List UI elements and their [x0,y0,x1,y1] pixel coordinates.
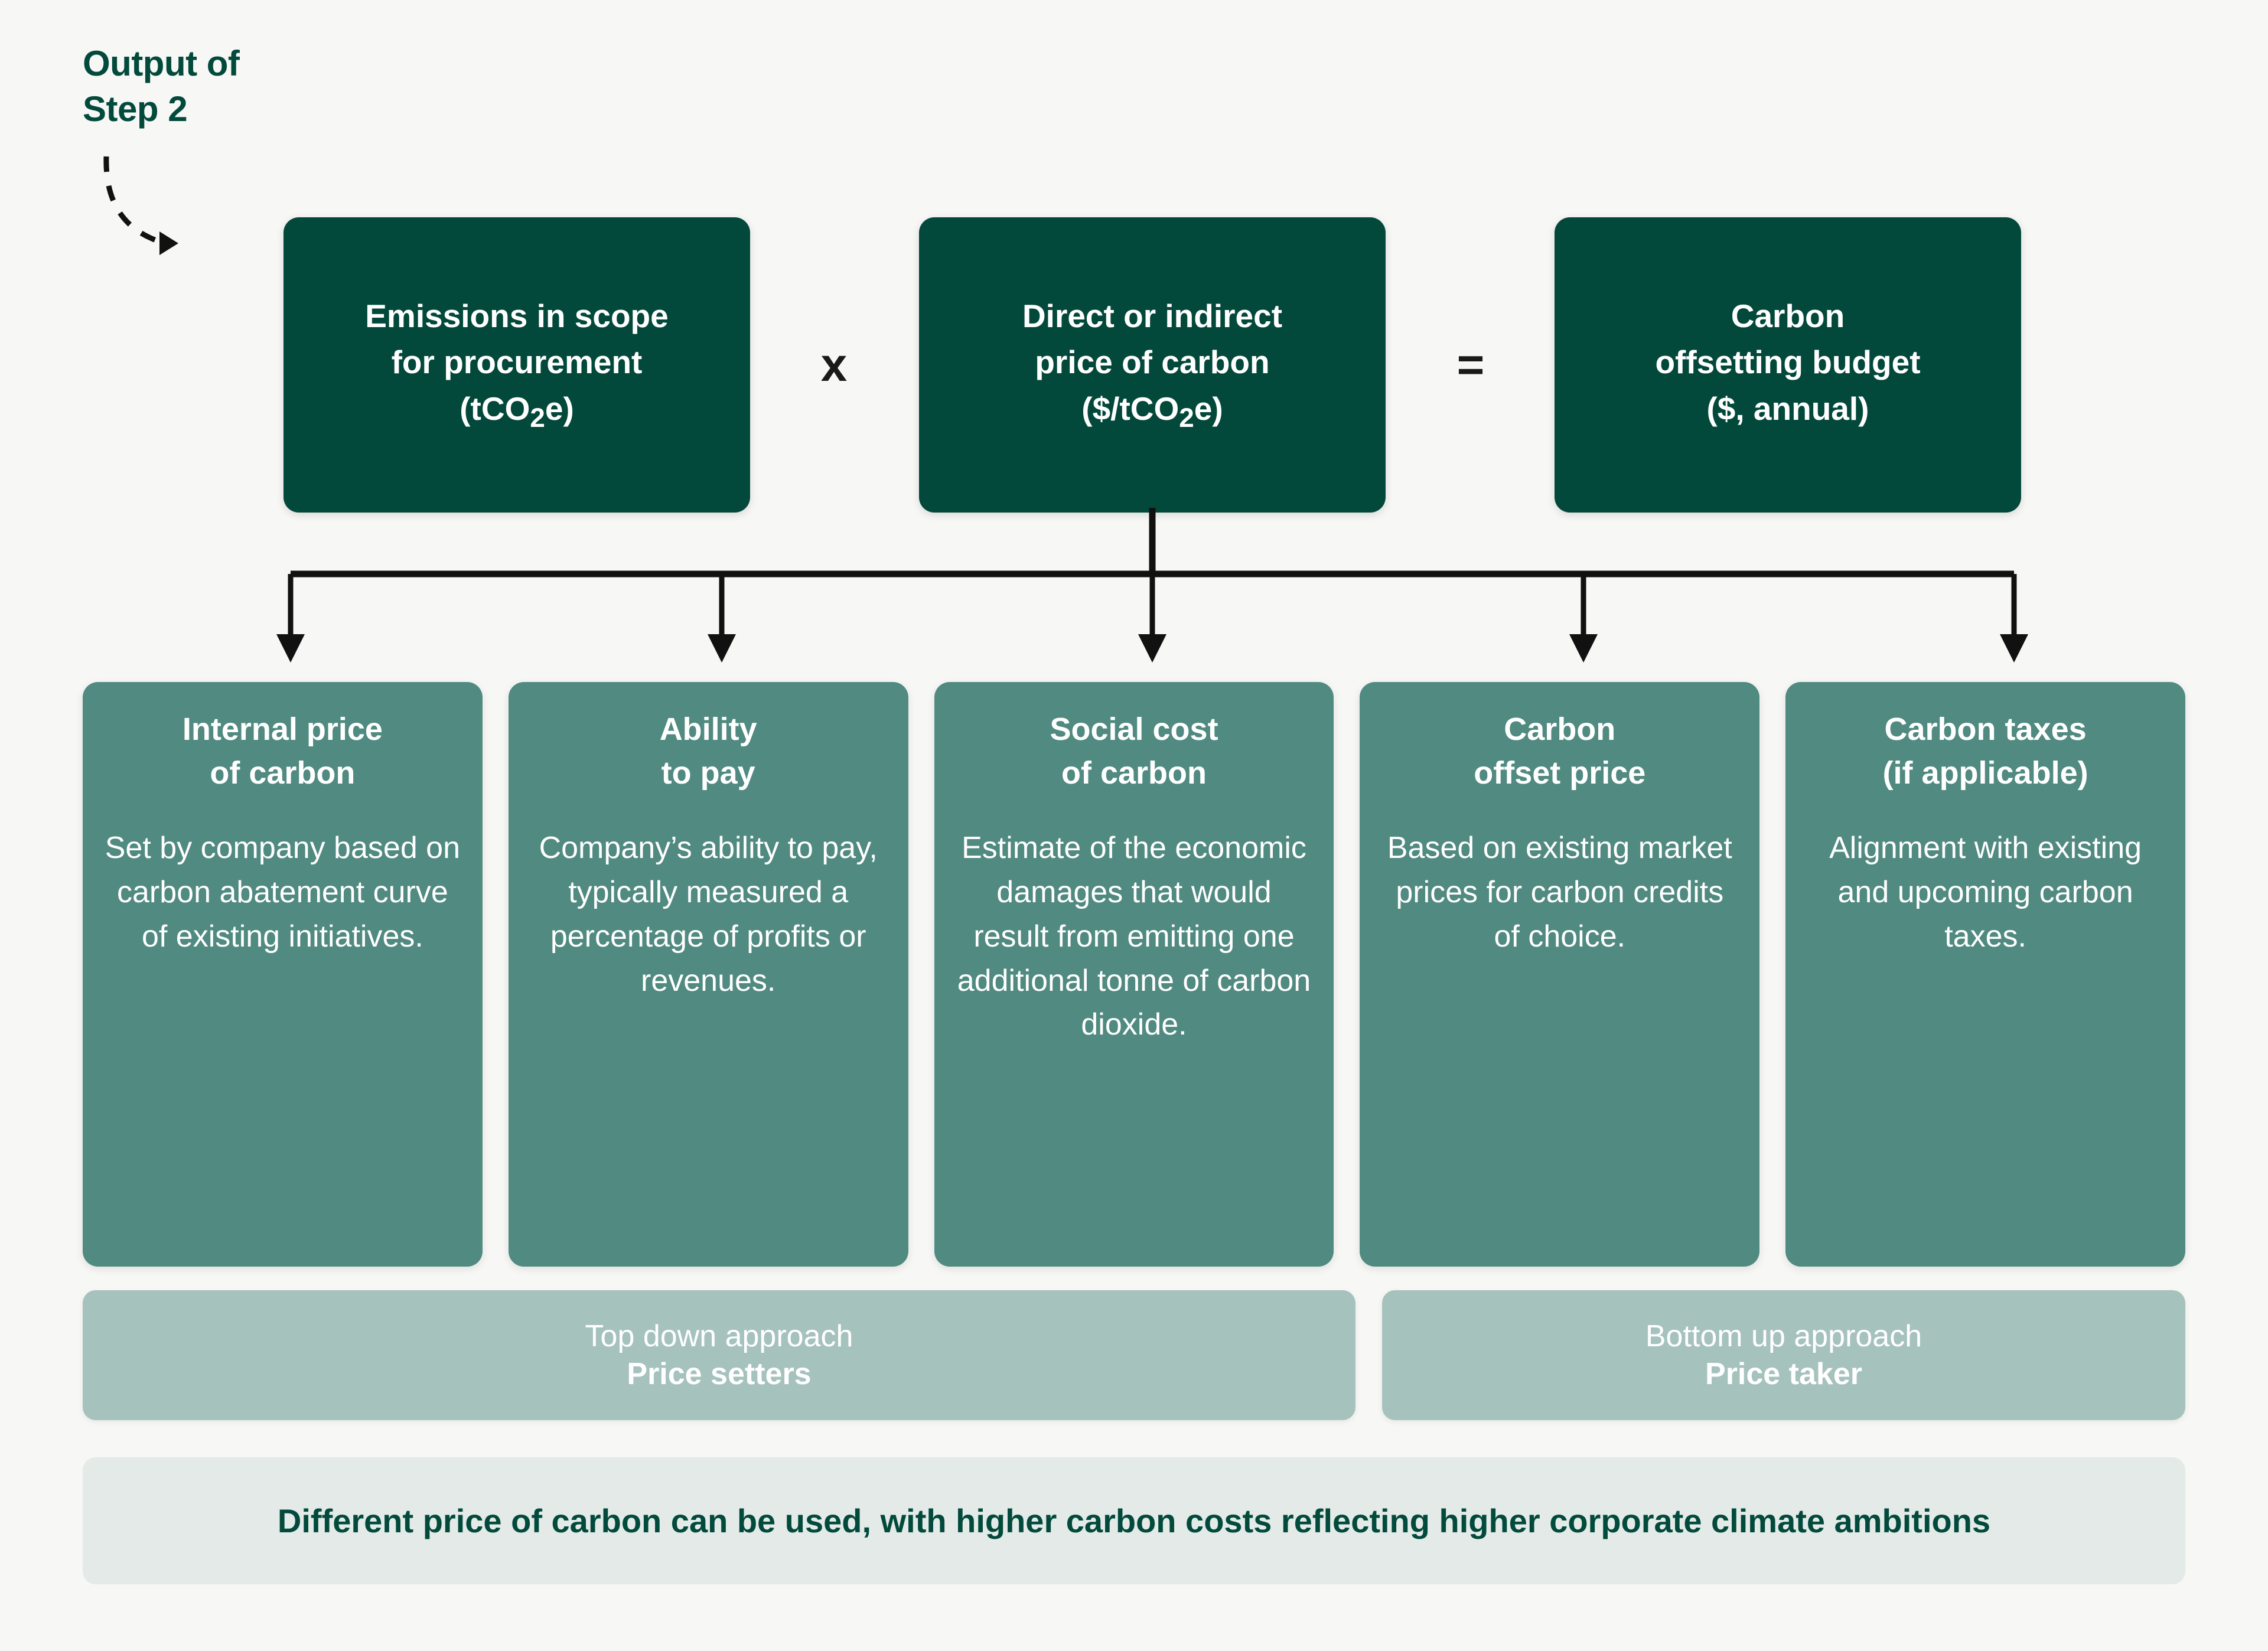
approach-bars: Top down approach Price setters Bottom u… [83,1290,2185,1420]
option-card-1-title-line-1: Internal price [182,712,383,747]
option-card-1-body: Set by company based on carbon abatement… [105,830,461,954]
eq-box-3-line-3: ($, annual) [1655,386,1920,437]
option-card-4-title-line-2: offset price [1474,755,1646,791]
option-card-2-title-line-2: to pay [661,755,755,791]
option-card-internal-price-of-carbon[interactable]: Internal price of carbon Set by company … [83,682,483,1267]
option-card-social-cost-of-carbon[interactable]: Social cost of carbon Estimate of the ec… [934,682,1334,1267]
option-card-5-title: Carbon taxes (if applicable) [1807,708,2164,795]
footer-note-text: Different price of carbon can be used, w… [277,1502,1991,1539]
eq-box-2-line-3: ($/tCO2e) [1022,386,1282,437]
approach-bottom-up-label: Bottom up approach [1645,1319,1922,1353]
option-card-3-title: Social cost of carbon [956,708,1313,795]
eq-box-3-line-1: Carbon [1731,298,1845,335]
eq-box-1-line-3: (tCO2e) [365,386,669,437]
approach-bar-top-down: Top down approach Price setters [83,1290,1355,1420]
approach-top-down-role: Price setters [627,1357,812,1391]
eq-box-3-line-2: offsetting budget [1655,344,1921,381]
option-card-3-body: Estimate of the economic damages that wo… [957,830,1311,1042]
option-card-5-body: Alignment with existing and upcoming car… [1829,830,2142,954]
option-card-carbon-offset-price[interactable]: Carbon offset price Based on existing ma… [1360,682,1760,1267]
footer-note-banner: Different price of carbon can be used, w… [83,1457,2185,1584]
eq-box-2-line-1: Direct or indirect [1022,298,1283,335]
option-card-1-title: Internal price of carbon [104,708,461,795]
output-step-callout: Output of Step 2 [83,41,240,132]
option-card-2-title: Ability to pay [530,708,887,795]
eq-box-1-line-2: for procurement [391,344,643,381]
option-card-5-title-line-2: (if applicable) [1882,755,2088,791]
eq-box-2-unit-sub: 2 [1179,402,1194,433]
option-card-2-body: Company’s ability to pay, typically meas… [539,830,878,998]
callout-line-2: Step 2 [83,89,188,129]
price-of-carbon-options: Internal price of carbon Set by company … [83,682,2185,1267]
approach-bottom-up-role: Price taker [1705,1357,1862,1391]
operator-equals: = [1456,338,1485,391]
option-card-4-title: Carbon offset price [1381,708,1738,795]
eq-box-2-unit-post: e) [1194,390,1223,427]
equation-row: Emissions in scope for procurement (tCO2… [0,217,2268,513]
option-card-2-title-line-1: Ability [659,712,757,747]
equation-box-carbon-offsetting-budget: Carbon offsetting budget ($, annual) [1555,217,2021,513]
eq-box-2-line-2: price of carbon [1035,344,1270,381]
eq-box-1-line-1: Emissions in scope [365,298,669,335]
callout-line-1: Output of [83,44,240,83]
option-card-3-title-line-1: Social cost [1050,712,1218,747]
approach-top-down-label: Top down approach [585,1319,853,1353]
connector-arrows [276,508,2028,663]
eq-box-3-unit-pre: ($, annual) [1706,390,1869,427]
equation-box-emissions-in-scope: Emissions in scope for procurement (tCO2… [284,217,750,513]
option-card-1-title-line-2: of carbon [210,755,356,791]
option-card-3-title-line-2: of carbon [1061,755,1207,791]
approach-bar-bottom-up: Bottom up approach Price taker [1382,1290,2185,1420]
equation-box-price-of-carbon: Direct or indirect price of carbon ($/tC… [919,217,1386,513]
curved-dashed-arrow-icon [103,156,178,255]
eq-box-2-unit-pre: ($/tCO [1081,390,1179,427]
option-card-5-title-line-1: Carbon taxes [1884,712,2087,747]
eq-box-1-unit-sub: 2 [530,402,545,433]
eq-box-1-unit-pre: (tCO [460,390,530,427]
option-card-ability-to-pay[interactable]: Ability to pay Company’s ability to pay,… [508,682,908,1267]
option-card-4-body: Based on existing market prices for carb… [1387,830,1732,954]
option-card-4-title-line-1: Carbon [1504,712,1616,747]
operator-multiply: x [820,338,848,391]
option-card-carbon-taxes[interactable]: Carbon taxes (if applicable) Alignment w… [1785,682,2185,1267]
eq-box-1-unit-post: e) [545,390,574,427]
